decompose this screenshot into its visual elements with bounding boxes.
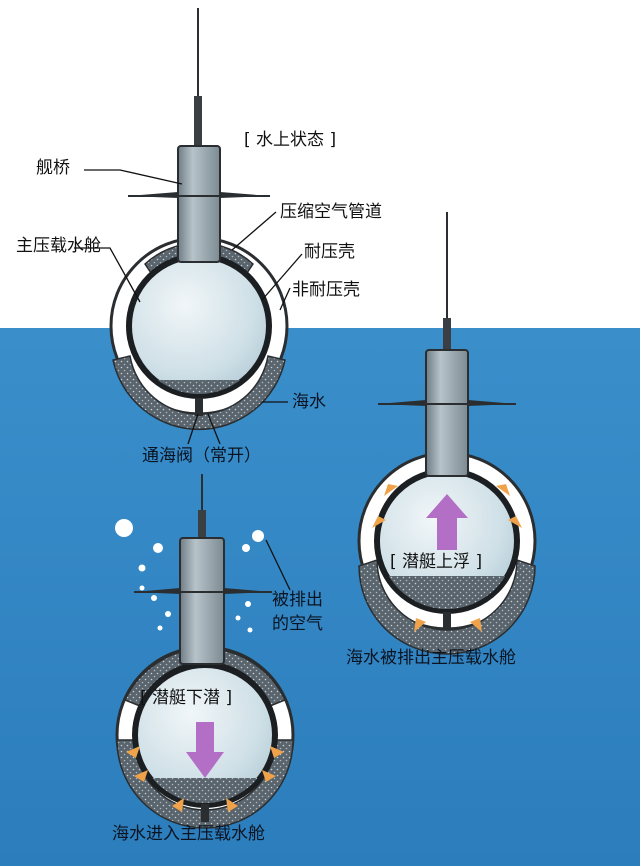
label-sea-water: 海水 [292, 392, 326, 412]
label-compressed-air-pipe: 压缩空气管道 [280, 202, 382, 222]
orange-arrows-surfacing [372, 484, 522, 632]
label-water-expelled: 海水被排出主压载水舱 [346, 648, 516, 668]
sky-area [0, 0, 640, 330]
leader-lines [74, 169, 303, 445]
label-water-enters: 海水进入主压载水舱 [112, 824, 265, 844]
air-bubbles [115, 519, 264, 633]
label-pressure-hull: 耐压壳 [304, 242, 355, 262]
ballast-water-surface [112, 355, 286, 431]
sea-area [0, 328, 640, 866]
label-non-pressure-hull: 非耐压壳 [292, 280, 360, 300]
label-air-expelled-line2: 的空气 [272, 614, 323, 634]
submarine-surfacing [357, 212, 537, 655]
submarine-surface [109, 8, 289, 431]
submarine-diving [115, 474, 295, 829]
arrow-down-icon [186, 722, 224, 778]
label-bridge: 舰桥 [36, 158, 70, 178]
label-state-surface: [ 水上状态 ] [244, 130, 337, 150]
orange-arrows-diving [126, 746, 284, 812]
label-state-surfacing: [ 潜艇上浮 ] [390, 552, 483, 572]
conning-tower [177, 145, 221, 263]
arrow-up-icon [426, 494, 468, 550]
label-main-ballast-tank: 主压载水舱 [16, 236, 101, 256]
label-air-expelled-line1: 被排出 [272, 590, 323, 610]
pressure-hull [126, 253, 272, 399]
label-sea-valve: 通海阀（常开） [142, 446, 261, 466]
label-state-diving: [ 潜艇下潜 ] [140, 688, 233, 708]
